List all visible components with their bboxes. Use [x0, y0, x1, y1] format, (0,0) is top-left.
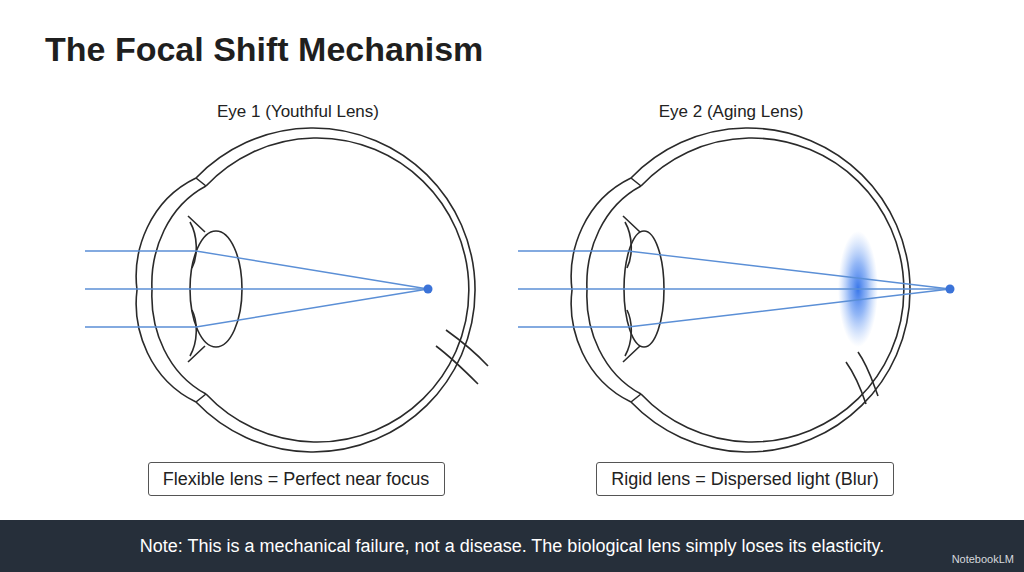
caption-box: Flexible lens = Perfect near focus: [148, 462, 445, 496]
watermark: NotebookLM: [952, 553, 1014, 565]
eye-label: Eye 1 (Youthful Lens): [217, 102, 379, 122]
focal-point: [424, 285, 433, 294]
eye-aging: [571, 128, 910, 452]
footer-note: Note: This is a mechanical failure, not …: [140, 536, 884, 557]
light-rays: [85, 251, 428, 327]
caption-text: Rigid lens = Dispersed light (Blur): [611, 469, 879, 490]
light-rays: [518, 251, 950, 327]
caption-box: Rigid lens = Dispersed light (Blur): [596, 462, 894, 496]
eye-youthful: [136, 128, 488, 452]
eye-label: Eye 2 (Aging Lens): [659, 102, 804, 122]
footer-band: Note: This is a mechanical failure, not …: [0, 520, 1024, 572]
focal-point: [946, 285, 955, 294]
caption-text: Flexible lens = Perfect near focus: [163, 469, 430, 490]
title: The Focal Shift Mechanism: [45, 30, 483, 69]
